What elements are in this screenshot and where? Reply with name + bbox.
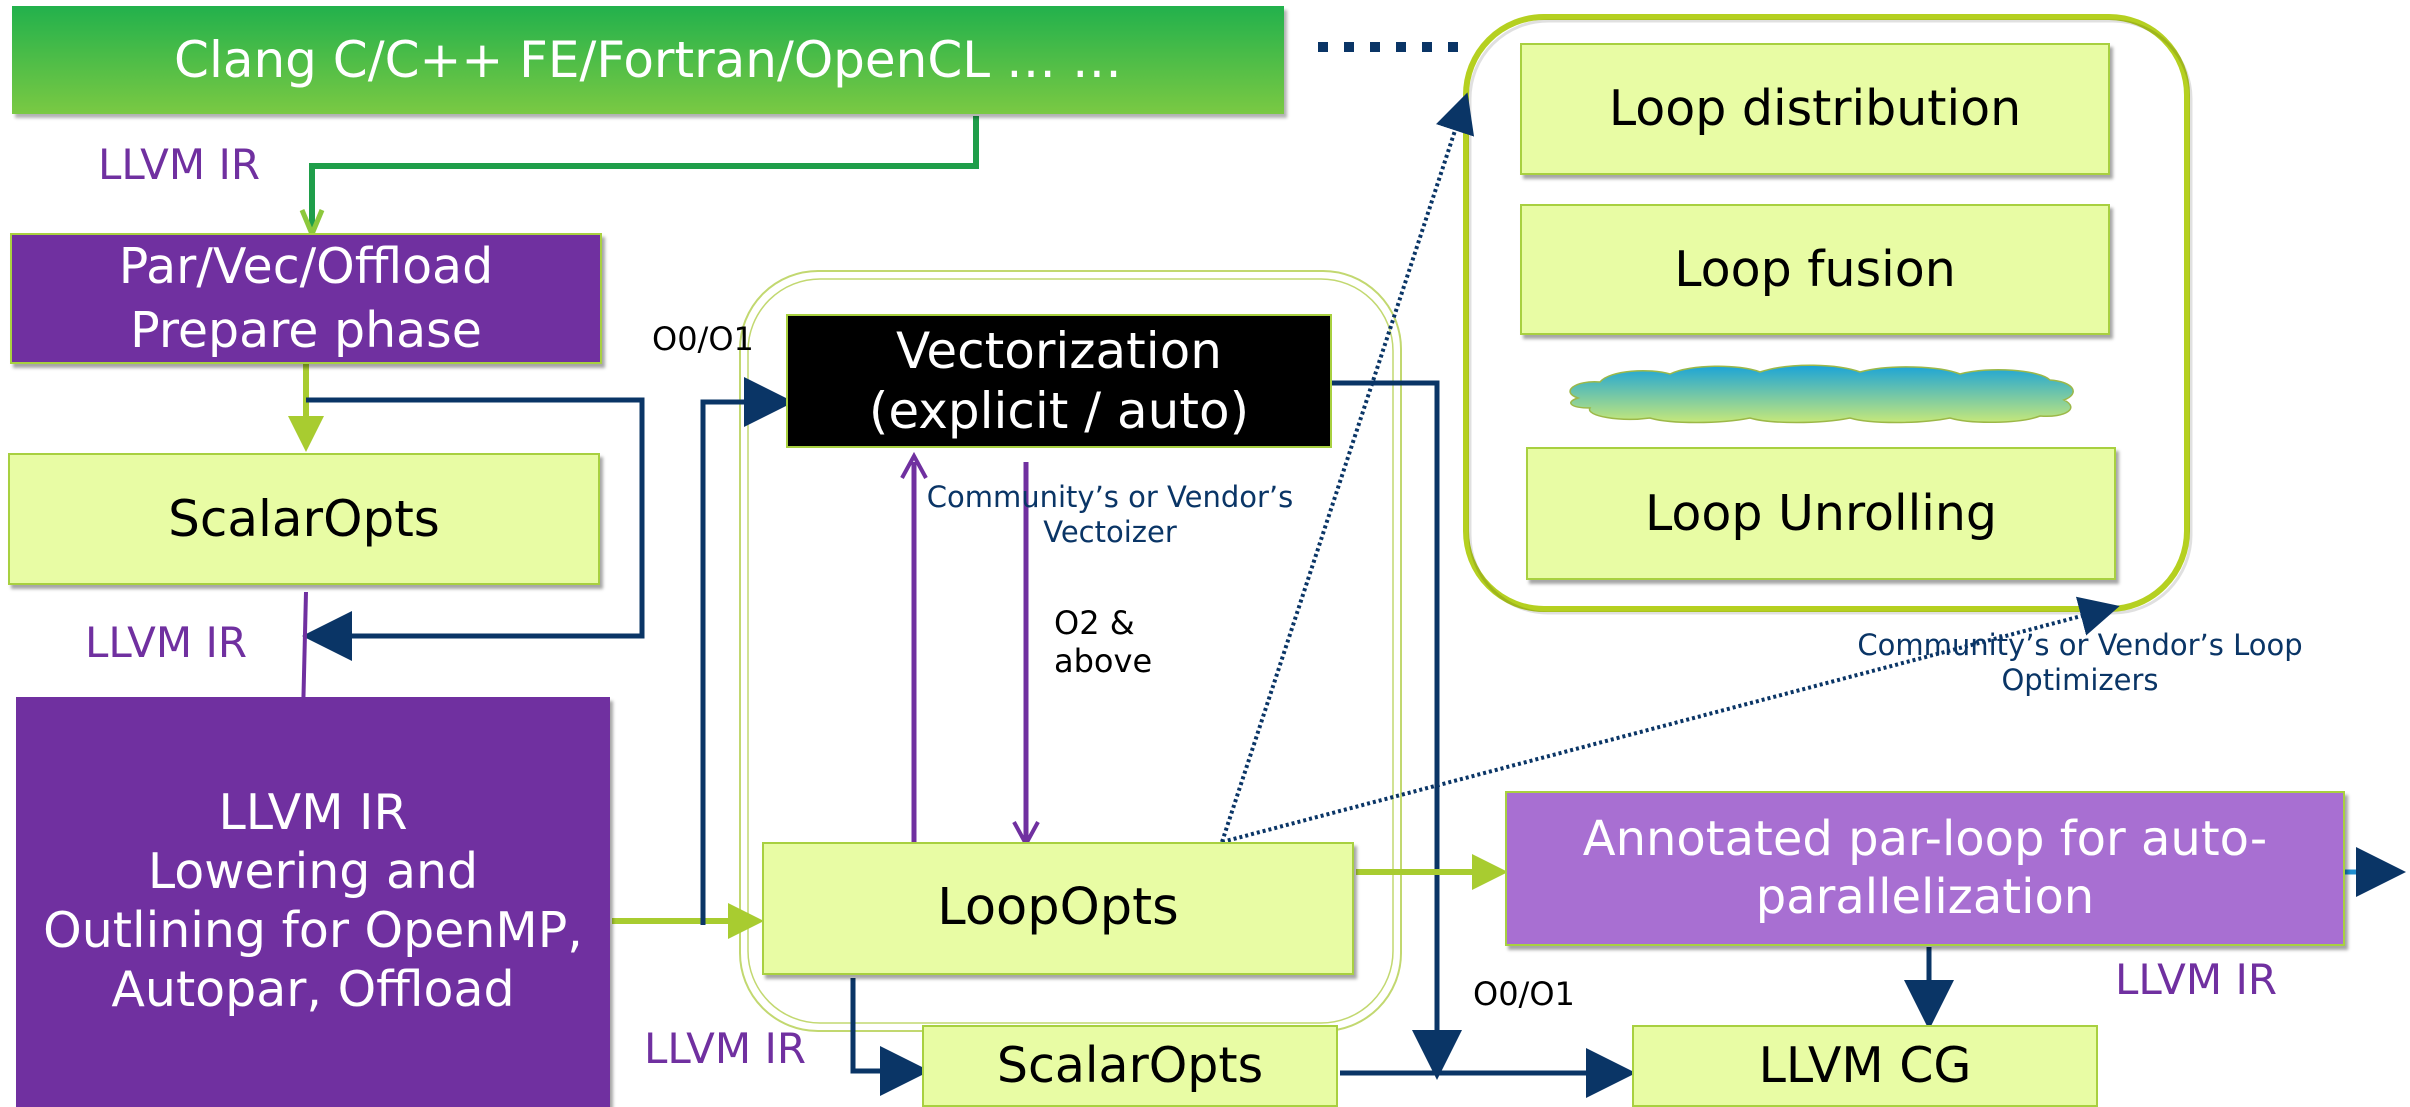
prepare-line-2: Prepare phase: [130, 301, 482, 359]
scalaropts-to-lowering-wire: [301, 591, 308, 717]
loop-distribution-label: Loop distribution: [1608, 80, 2022, 138]
scalaropts-bottom-box: ScalarOpts: [922, 1025, 1338, 1107]
vectorization-box: Vectorization (explicit / auto): [786, 314, 1332, 448]
vectorization-group-outline-inner: [747, 278, 1394, 1024]
loop-unrolling-label: Loop Unrolling: [1644, 484, 1998, 542]
o0o1-label-top: O0/O1: [652, 320, 754, 358]
prepare-phase-box: Par/Vec/Offload Prepare phase: [10, 233, 602, 364]
vectorizer-caption-line-1: Community’s or Vendor’s: [926, 480, 1294, 514]
llvm-cg-box: LLVM CG: [1632, 1025, 2098, 1107]
loop-optimizers-panel-shadow: [1468, 19, 2193, 615]
vectorization-line-1: Vectorization: [896, 322, 1222, 380]
loop-unrolling-box: Loop Unrolling: [1526, 447, 2116, 580]
vectorizer-caption: Community’s or Vendor’s Vectoizer: [920, 480, 1300, 550]
o2-above-line-2: above: [1054, 642, 1153, 681]
loopopts-to-vectorization-arrowhead: [900, 451, 928, 479]
o2-above-line-1: O2 &: [1054, 604, 1135, 642]
lowering-line-2: Lowering and: [147, 843, 479, 901]
o2-above-label: O2 & above: [1054, 604, 1152, 681]
loopopts-box: LoopOpts: [762, 842, 1354, 975]
llvm-cg-label: LLVM CG: [1758, 1037, 1972, 1095]
vectorizer-caption-line-2: Vectoizer: [1043, 514, 1177, 549]
loop-distribution-box: Loop distribution: [1520, 43, 2110, 175]
prepare-bypass-wire: [302, 397, 645, 661]
prepare-line-1: Par/Vec/Offload: [118, 237, 494, 295]
annotated-line-1: Annotated par-loop for auto-: [1582, 810, 2268, 867]
frontend-header: Clang C/C++ FE/Fortran/OpenCL … …: [12, 6, 1284, 114]
loopopts-label: LoopOpts: [937, 878, 1179, 938]
cloud-shape: [1569, 364, 2074, 424]
annotated-line-2: parallelization: [1755, 868, 2095, 925]
llvm-ir-label-2: LLVM IR: [85, 618, 248, 667]
lowering-line-3: Outlining for OpenMP,: [43, 902, 583, 959]
vectorization-line-2: (explicit / auto): [868, 382, 1250, 440]
vectorization-to-cg-wire: [1332, 380, 1462, 1080]
header-to-prepare-wire: [309, 116, 979, 228]
loop-fusion-box: Loop fusion: [1520, 204, 2110, 335]
lowering-line-4: Autopar, Offload: [111, 960, 515, 1018]
llvm-ir-label-4: LLVM IR: [2115, 955, 2278, 1004]
loop-optimizer-caption: Community’s or Vendor’s Loop Optimizers: [1840, 628, 2320, 698]
frontend-header-label: Clang C/C++ FE/Fortran/OpenCL … …: [174, 30, 1122, 89]
llvm-ir-label-3: LLVM IR: [644, 1024, 807, 1073]
lowering-to-vectorization-wire: [700, 377, 794, 925]
loop-optimizer-caption-line-2: Optimizers: [2001, 662, 2159, 697]
loop-optimizer-caption-line-1: Community’s or Vendor’s Loop: [1857, 628, 2303, 662]
scalaropts-top-box: ScalarOpts: [8, 453, 600, 585]
loopopts-to-panel-dotted-top: [1220, 92, 1475, 843]
loopopts-to-scalaropts-wire: [850, 978, 930, 1096]
o0o1-label-bottom: O0/O1: [1473, 975, 1575, 1013]
lowering-box: LLVM IR Lowering and Outlining for OpenM…: [16, 697, 610, 1107]
annotated-parloop-box: Annotated par-loop for auto- paralleliza…: [1505, 791, 2345, 946]
loop-fusion-label: Loop fusion: [1674, 240, 1956, 298]
scalaropts-top-label: ScalarOpts: [168, 489, 440, 548]
lowering-line-1: LLVM IR: [218, 784, 408, 842]
scalaropts-bottom-label: ScalarOpts: [996, 1037, 1264, 1095]
llvm-ir-label-1: LLVM IR: [98, 140, 261, 189]
